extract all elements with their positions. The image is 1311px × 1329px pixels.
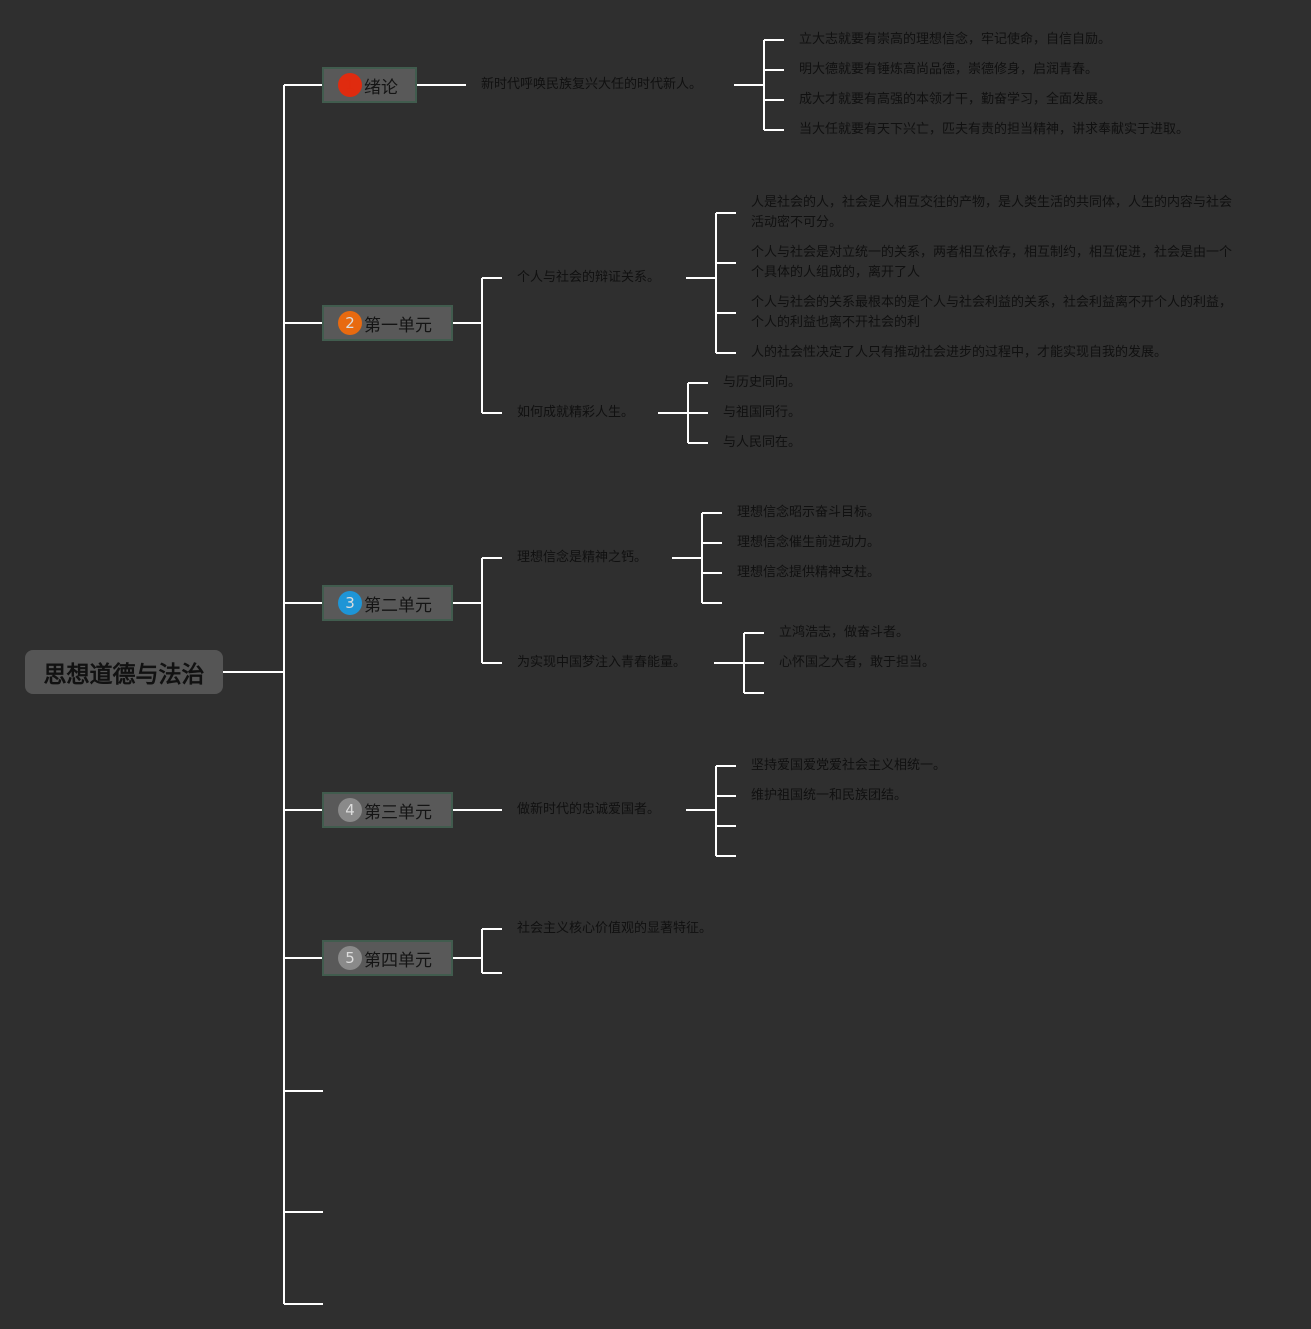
- point-node[interactable]: 理想信念昭示奋斗目标。: [737, 505, 881, 520]
- point-node[interactable]: 与祖国同行。: [723, 405, 802, 420]
- point-node[interactable]: 理想信念催生前进动力。: [737, 535, 881, 550]
- point-node[interactable]: 坚持爱国爱党爱社会主义相统一。: [751, 758, 947, 773]
- unit-label: 第二单元: [364, 595, 432, 616]
- unit-label: 第一单元: [364, 315, 432, 336]
- number-badge-icon: 3: [338, 591, 362, 615]
- unit-node-intro[interactable]: 1 绪论: [322, 67, 417, 103]
- point-node[interactable]: 立鸿浩志，做奋斗者。: [779, 625, 910, 640]
- point-node[interactable]: 心怀国之大者，敢于担当。: [779, 655, 936, 670]
- point-node[interactable]: 人的社会性决定了人只有推动社会进步的过程中，才能实现自我的发展。: [751, 345, 1168, 360]
- unit-node-2[interactable]: 3 第二单元: [322, 585, 453, 621]
- unit-node-4[interactable]: 5 第四单元: [322, 940, 453, 976]
- point-node[interactable]: 立大志就要有崇高的理想信念，牢记使命，自信自励。: [799, 32, 1112, 47]
- point-node[interactable]: 个人与社会的关系最根本的是个人与社会利益的关系，社会利益离不开个人的利益，个人的…: [751, 295, 1233, 330]
- unit-node-3[interactable]: 4 第三单元: [322, 792, 453, 828]
- topic-node[interactable]: 做新时代的忠诚爱国者。: [517, 802, 661, 817]
- unit-node-1[interactable]: 2 第一单元: [322, 305, 453, 341]
- topic-node[interactable]: 如何成就精彩人生。: [517, 405, 635, 420]
- number-badge-icon: 4: [338, 798, 362, 822]
- topic-node[interactable]: 理想信念是精神之钙。: [517, 550, 648, 565]
- topic-node[interactable]: 新时代呼唤民族复兴大任的时代新人。: [481, 77, 703, 92]
- point-node[interactable]: 人是社会的人，社会是人相互交往的产物，是人类生活的共同体，人生的内容与社会活动密…: [751, 195, 1233, 230]
- number-badge-icon: 5: [338, 946, 362, 970]
- topic-node[interactable]: 为实现中国梦注入青春能量。: [517, 655, 687, 670]
- number-badge-icon: 2: [338, 311, 362, 335]
- point-node[interactable]: 与历史同向。: [723, 375, 802, 390]
- point-node[interactable]: 维护祖国统一和民族团结。: [751, 788, 908, 803]
- root-node[interactable]: 思想道德与法治: [25, 650, 223, 694]
- point-node[interactable]: 当大任就要有天下兴亡，匹夫有责的担当精神，讲求奉献实于进取。: [799, 122, 1190, 137]
- unit-label: 第四单元: [364, 950, 432, 971]
- point-node[interactable]: 成大才就要有高强的本领才干，勤奋学习，全面发展。: [799, 92, 1112, 107]
- topic-node[interactable]: 社会主义核心价值观的显著特征。: [517, 921, 713, 936]
- point-node[interactable]: 与人民同在。: [723, 435, 802, 450]
- number-badge-icon: 1: [338, 73, 362, 97]
- topic-node[interactable]: 个人与社会的辩证关系。: [517, 270, 661, 285]
- point-node[interactable]: 明大德就要有锤炼高尚品德，崇德修身，启润青春。: [799, 62, 1099, 77]
- point-node[interactable]: 个人与社会是对立统一的关系，两者相互依存，相互制约，相互促进，社会是由一个个具体…: [751, 245, 1233, 280]
- unit-label: 第三单元: [364, 802, 432, 823]
- point-node[interactable]: 理想信念提供精神支柱。: [737, 565, 881, 580]
- unit-label: 绪论: [364, 77, 398, 98]
